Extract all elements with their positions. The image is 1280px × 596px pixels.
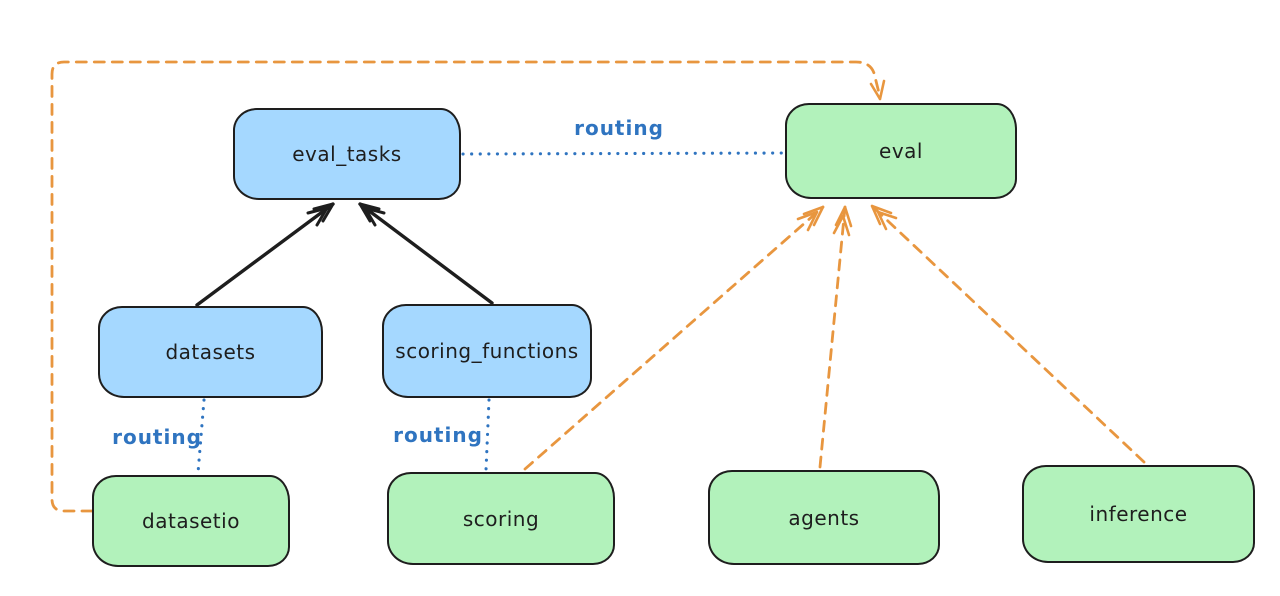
node-scoring-functions-label: scoring_functions — [395, 339, 579, 363]
node-agents-label: agents — [788, 505, 860, 530]
node-scoring: scoring — [387, 472, 615, 565]
edge-datasetio-to-eval-loop — [50, 60, 886, 513]
edge-datasets-to-eval-tasks — [195, 202, 335, 307]
edge-eval-tasks-to-eval-routing — [461, 151, 785, 156]
node-inference: inference — [1022, 465, 1255, 563]
node-inference-label: inference — [1089, 502, 1188, 526]
node-datasetio-label: datasetio — [142, 509, 240, 533]
node-scoring-label: scoring — [462, 506, 540, 531]
edge-agents-to-eval — [818, 205, 853, 469]
edge-scoring-functions-to-scoring-routing — [484, 398, 491, 472]
edge-inference-to-eval — [870, 204, 1146, 464]
node-agents: agents — [708, 470, 940, 565]
node-eval-tasks: eval_tasks — [233, 108, 461, 200]
edge-label-routing-datasets-datasetio: routing — [112, 425, 202, 449]
node-eval-label: eval — [879, 139, 923, 163]
node-eval-tasks-label: eval_tasks — [292, 142, 402, 166]
node-datasets: datasets — [98, 306, 323, 398]
edge-datasets-to-datasetio-routing — [196, 398, 206, 475]
node-datasets-label: datasets — [165, 340, 256, 364]
edge-label-routing-eval-tasks-eval: routing — [574, 116, 664, 140]
edge-scoring-functions-to-eval-tasks — [358, 202, 494, 305]
edge-label-routing-scoring-functions-scoring: routing — [393, 423, 483, 447]
node-datasetio: datasetio — [92, 475, 290, 567]
node-eval: eval — [785, 103, 1017, 199]
edge-scoring-to-eval — [523, 205, 825, 471]
node-scoring-functions: scoring_functions — [382, 304, 592, 398]
